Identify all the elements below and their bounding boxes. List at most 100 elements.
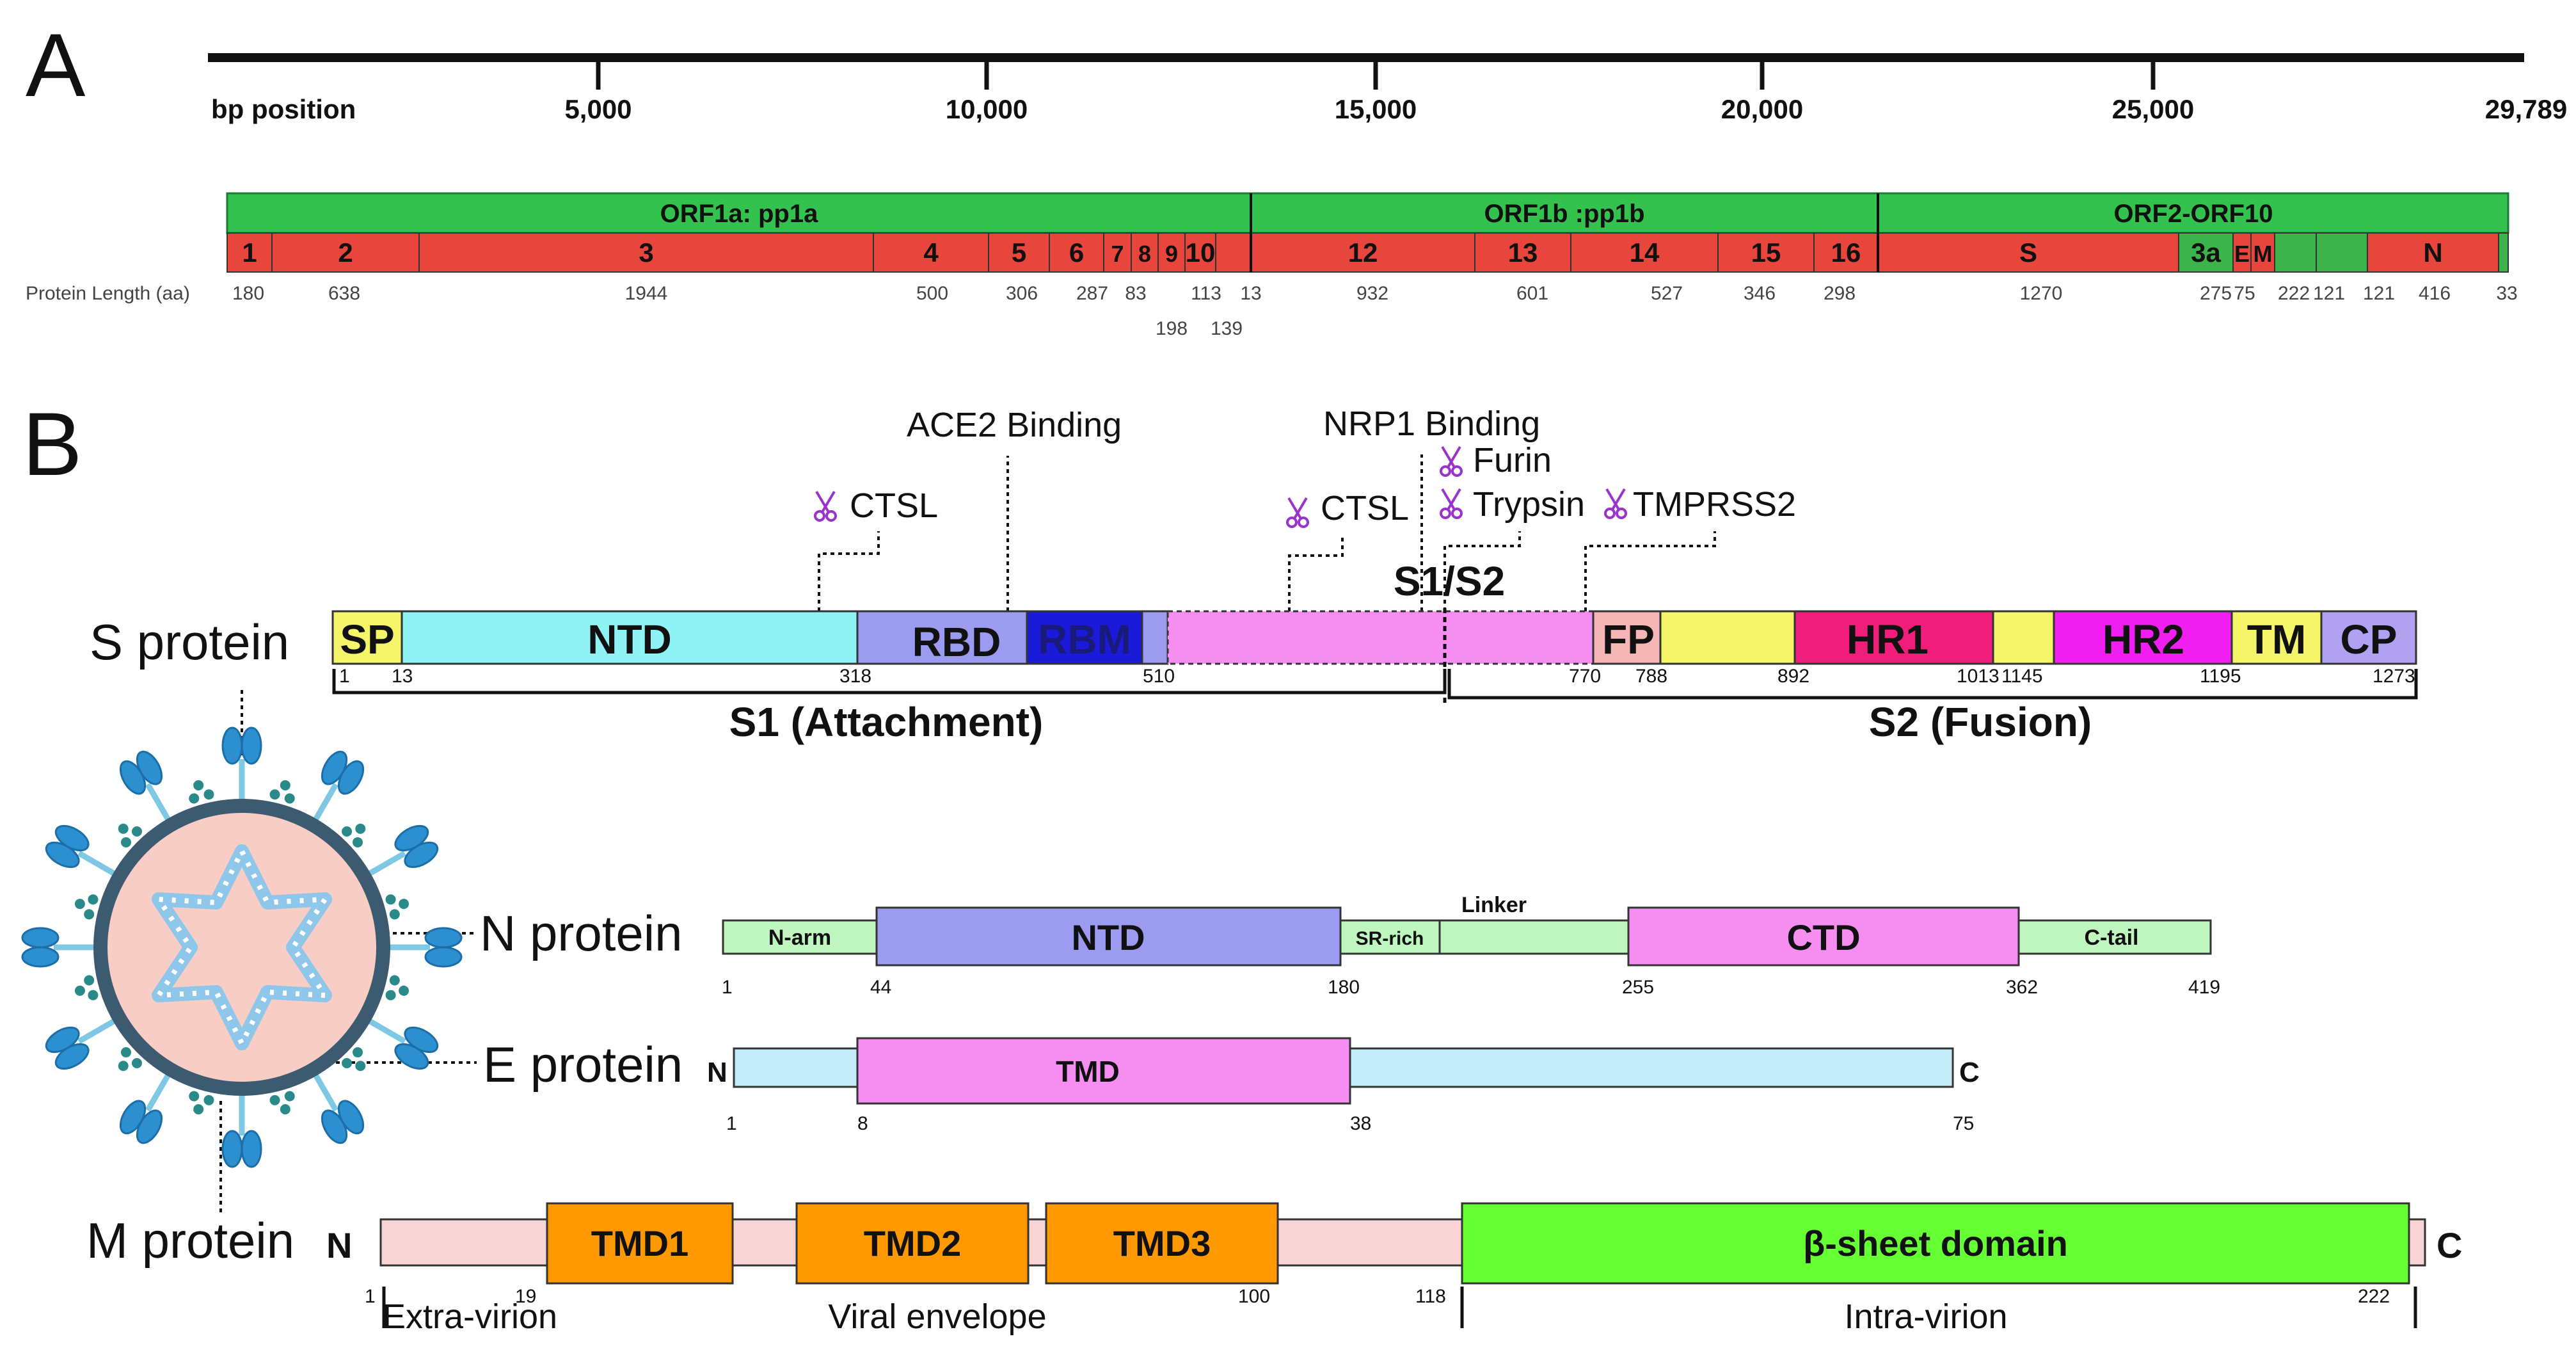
m-position: 118 xyxy=(1415,1286,1446,1307)
m-position: 1 xyxy=(365,1286,376,1307)
scissors-icon xyxy=(1604,488,1627,519)
orf-protein-length: 75 xyxy=(2234,283,2255,304)
m-region-extra: Extra-virion xyxy=(383,1297,557,1336)
orf-protein-length: 932 xyxy=(1356,283,1388,304)
orf-segment-label: N xyxy=(2423,237,2442,268)
orf-protein-length: 500 xyxy=(916,283,948,304)
bp-axis xyxy=(208,53,2524,90)
m-position: 19 xyxy=(515,1286,536,1307)
n-position: 1 xyxy=(722,977,733,998)
scissors-icon xyxy=(814,490,837,522)
s-protein-bar xyxy=(331,608,2417,704)
s-position: 318 xyxy=(839,666,871,687)
orf-segment xyxy=(2498,232,2509,273)
orf-segment-label: 6 xyxy=(1069,237,1084,268)
site-label-trypsin: Trypsin xyxy=(1473,485,1585,524)
s-position: 510 xyxy=(1143,666,1175,687)
orf-segment xyxy=(988,232,1050,273)
e-protein-bar xyxy=(733,1037,1954,1105)
m-region-intra: Intra-virion xyxy=(1844,1297,2007,1336)
orf-protein-length: 83 xyxy=(1125,283,1146,304)
m-protein-bar xyxy=(379,1202,2426,1285)
e-position: 38 xyxy=(1350,1113,1371,1134)
axis-tick: 5,000 xyxy=(564,94,632,124)
axis-tick: 20,000 xyxy=(1721,94,1803,124)
e-c-terminus: C xyxy=(1959,1057,1980,1088)
s-domain-fp: FP xyxy=(1602,616,1655,662)
scissors-icon xyxy=(1440,445,1463,477)
orf-segment xyxy=(271,232,420,273)
orf-protein-length: 113 xyxy=(1191,283,1221,304)
orf-segment-label: 10 xyxy=(1186,237,1216,268)
e-position: 1 xyxy=(726,1113,737,1134)
m-region-ticks xyxy=(382,1287,2417,1328)
orf-protein-length: 346 xyxy=(1744,283,1776,304)
m-region-envelope: Viral envelope xyxy=(828,1297,1046,1336)
m-domain-tmd2: TMD2 xyxy=(864,1223,961,1264)
s-domain-tm: TM xyxy=(2247,616,2306,662)
n-position: 255 xyxy=(1622,977,1654,998)
orf-segment-label: S xyxy=(2019,237,2037,268)
e-n-terminus: N xyxy=(707,1057,727,1088)
site-label-furin: Furin xyxy=(1473,441,1552,479)
orf-protein-length: 33 xyxy=(2496,283,2517,304)
axis-label: bp position xyxy=(211,94,356,124)
orf-protein-length: 275 xyxy=(2200,283,2232,304)
s-position: 788 xyxy=(1635,666,1667,687)
axis-tick: 10,000 xyxy=(946,94,1028,124)
s-position: 13 xyxy=(392,666,413,687)
s-domain-rbm: RBM xyxy=(1038,616,1131,662)
orf-protein-length: 198 xyxy=(1156,318,1188,339)
orf-segment-label: 7 xyxy=(1111,241,1124,267)
orf-segment-label: 14 xyxy=(1630,237,1660,268)
orf-protein-length: 180 xyxy=(232,283,264,304)
orf-segment-label: E xyxy=(2234,241,2250,267)
orf-segment-label: 5 xyxy=(1012,237,1026,268)
m-domain-beta: β-sheet domain xyxy=(1803,1223,2068,1264)
n-domain-linker: Linker xyxy=(1461,893,1527,917)
orf-segment-label: 3 xyxy=(639,237,653,268)
orf-segment-label: 3a xyxy=(2191,237,2221,268)
axis-tick: 29,789 xyxy=(2485,94,2567,124)
orf-group-label: ORF1b :pp1b xyxy=(1484,200,1644,228)
orf-segment xyxy=(1813,232,1879,273)
orf-segment xyxy=(1103,232,1132,273)
n-protein-name: N protein xyxy=(480,905,683,961)
s-domain-ntd: NTD xyxy=(587,616,672,662)
orf-protein-length: 298 xyxy=(1824,283,1856,304)
e-protein-name: E protein xyxy=(483,1036,683,1093)
n-domain-srrich: SR-rich xyxy=(1356,928,1424,949)
site-leaders xyxy=(818,454,1716,611)
axis-tick: 25,000 xyxy=(2112,94,2194,124)
orf-protein-length: 1270 xyxy=(2020,283,2063,304)
orf-segment-label: 4 xyxy=(923,237,939,268)
orf-protein-length: 287 xyxy=(1076,283,1108,304)
orf-segment xyxy=(418,232,874,273)
e-domain-tmd: TMD xyxy=(1056,1055,1120,1088)
orf-segment-label: 8 xyxy=(1138,241,1151,267)
orf-segment-label: 9 xyxy=(1165,241,1178,267)
n-position: 362 xyxy=(2006,977,2038,998)
orf-segment xyxy=(2367,232,2499,273)
s-domain-hr1: HR1 xyxy=(1847,616,1928,662)
site-label-tmprss2: TMPRSS2 xyxy=(1633,485,1796,524)
s2-label: S2 (Fusion) xyxy=(1869,699,2092,745)
m-position: 222 xyxy=(2358,1286,2390,1307)
s-position: 1013 xyxy=(1957,666,2000,687)
orf-segment xyxy=(227,232,273,273)
site-label-ctsl: CTSL xyxy=(850,486,938,525)
orf-protein-length: 1944 xyxy=(625,283,668,304)
s-domain-sp: SP xyxy=(340,616,394,662)
n-position: 419 xyxy=(2188,977,2220,998)
s-position: 1195 xyxy=(2200,666,2241,687)
m-position: 100 xyxy=(1238,1286,1270,1307)
orf-segment-label: 13 xyxy=(1508,237,1538,268)
orf-segment-label: 1 xyxy=(242,237,257,268)
orf-segment-label: 2 xyxy=(338,237,353,268)
orf-protein-length: 121 xyxy=(2363,283,2395,304)
orf-protein-length: 601 xyxy=(1516,283,1548,304)
m-c-terminus: C xyxy=(2437,1225,2462,1265)
orf-protein-length: 638 xyxy=(328,283,360,304)
n-position: 44 xyxy=(870,977,891,998)
m-domain-tmd1: TMD1 xyxy=(591,1223,688,1264)
